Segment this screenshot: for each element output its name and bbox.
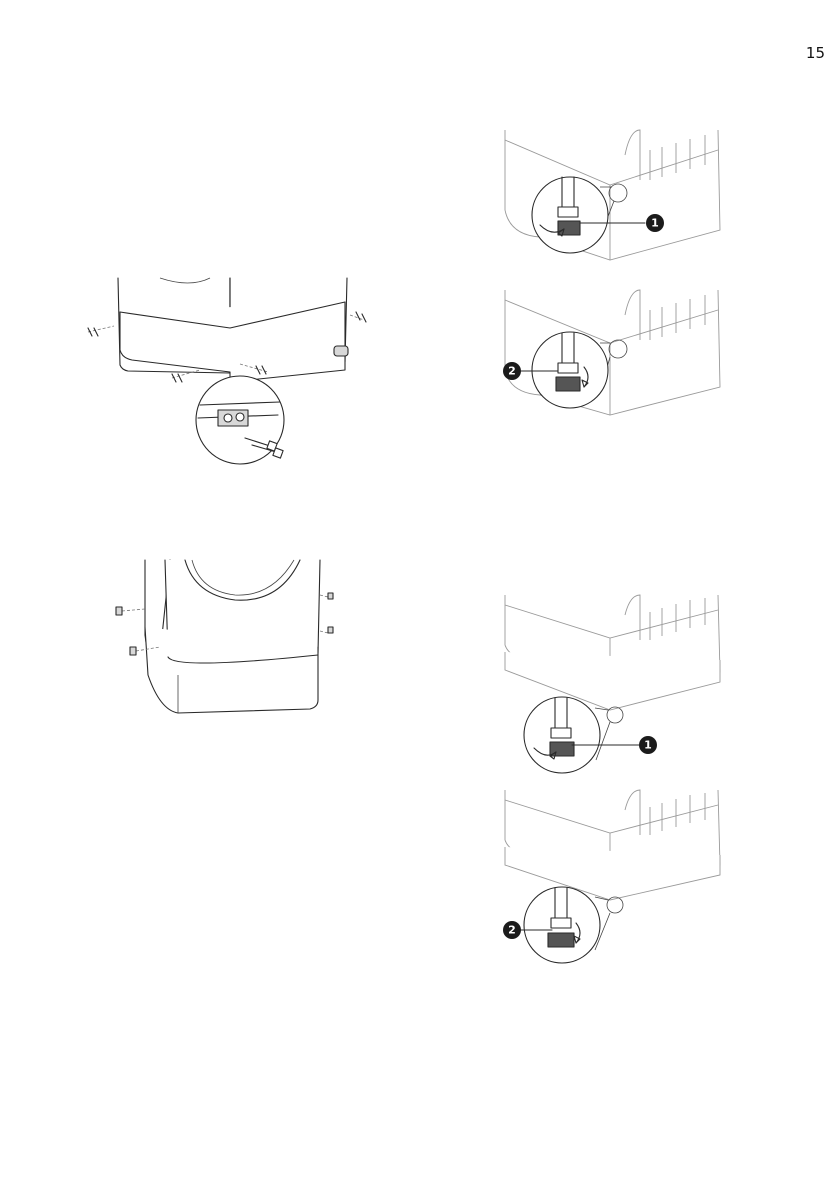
- callout-number: 1: [644, 739, 652, 752]
- zoom-detail-circle: [532, 332, 608, 408]
- zoom-detail-circle: [524, 697, 600, 773]
- screw-icon: [116, 607, 145, 615]
- zoom-detail-circle: [196, 376, 284, 464]
- page-number: 15: [806, 44, 825, 62]
- leveling-foot-raise-step2: 2: [500, 285, 730, 420]
- callout-badge: 2: [503, 921, 521, 939]
- callout-number: 1: [651, 217, 659, 230]
- leveling-foot-lower-step2: 2: [500, 785, 730, 970]
- callout-badge: 1: [639, 736, 657, 754]
- zoom-detail-circle: [532, 177, 608, 253]
- screw-icon: [350, 312, 366, 322]
- screw-icon: [88, 326, 114, 336]
- leveling-foot-lower-step1: 1: [500, 590, 730, 785]
- callout-number: 2: [508, 924, 516, 937]
- callout-number: 2: [508, 365, 516, 378]
- callout-badge: 2: [503, 362, 521, 380]
- screw-icon: [320, 627, 333, 633]
- pedestal-side-screws-illustration: [100, 555, 350, 725]
- leveling-foot-raise-step1: 1: [500, 125, 730, 265]
- pedestal-screw-illustration: [80, 270, 380, 465]
- screw-icon: [320, 593, 333, 599]
- callout-badge: 1: [646, 214, 664, 232]
- zoom-detail-circle: [524, 887, 600, 963]
